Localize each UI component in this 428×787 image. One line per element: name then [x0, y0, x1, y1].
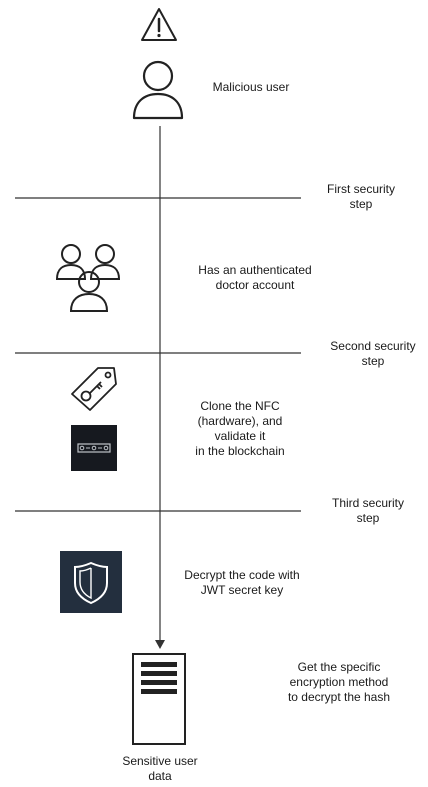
authenticated-account-label: Has an authenticated doctor account: [198, 263, 312, 292]
encryption-method-label: Get the specific encryption method to de…: [287, 660, 391, 704]
key-tag-icon: [71, 367, 117, 411]
flow-arrowhead: [155, 640, 165, 649]
server-icon: [132, 653, 186, 745]
nfc-chip-icon: [71, 425, 117, 471]
third-security-step-label: Third security step: [331, 496, 405, 525]
user-icon: [132, 60, 184, 120]
group-icon: [55, 244, 121, 312]
warning-icon: [141, 8, 177, 41]
first-security-step-label: First security step: [326, 182, 395, 211]
shield-icon: [60, 551, 122, 613]
sensitive-user-data-label: Sensitive user data: [122, 754, 198, 783]
malicious-user-label: Malicious user: [212, 80, 290, 94]
decrypt-code-label: Decrypt the code with JWT secret key: [184, 568, 300, 597]
second-security-step-label: Second security step: [330, 339, 416, 368]
clone-nfc-label: Clone the NFC (hardware), and validate i…: [195, 399, 285, 458]
